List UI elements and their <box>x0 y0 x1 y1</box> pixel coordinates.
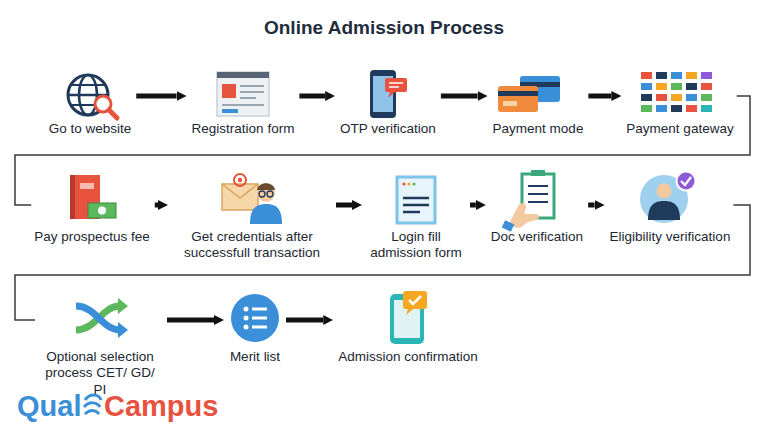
step-label: OTP verification <box>340 121 436 137</box>
process-step: Admission confirmation <box>336 290 480 365</box>
step-label: Payment gateway <box>626 121 733 137</box>
flow-arrow <box>286 318 323 323</box>
process-step: Payment mode <box>491 70 586 137</box>
process-step: Get credentials after successfull transa… <box>171 172 333 262</box>
diagram-title: Online Admission Process <box>0 17 768 39</box>
globe-icon <box>68 75 117 118</box>
flow-arrow <box>588 203 594 208</box>
step-label: Admission confirmation <box>338 349 478 365</box>
card-icon <box>498 76 560 112</box>
step-label: Go to website <box>49 121 132 137</box>
process-step: Eligibility verification <box>608 172 733 245</box>
flow-arrow <box>336 203 352 208</box>
step-label: Login fill admission form <box>367 229 465 262</box>
checklist-icon <box>502 170 554 232</box>
step-label: Registration form <box>192 121 295 137</box>
flow-arrow <box>299 94 325 99</box>
logo-text: Qual <box>17 391 81 423</box>
step-label: Pay prospectus fee <box>34 229 150 245</box>
tablet-check-icon <box>390 291 427 344</box>
login-form-icon <box>397 177 435 223</box>
logo-text: Campus <box>104 391 218 423</box>
flow-arrow <box>136 94 176 99</box>
process-step: OTP verification <box>338 70 438 137</box>
step-label: Merit list <box>229 349 281 365</box>
process-step: Merit list <box>227 290 283 365</box>
flow-arrow <box>470 203 476 208</box>
step-label: Doc verification <box>491 229 583 245</box>
process-step: Pay prospectus fee <box>32 172 152 245</box>
step-label: Payment mode <box>493 121 584 137</box>
book-icon <box>70 175 116 219</box>
gateway-logos <box>641 72 712 112</box>
flow-arrow <box>167 318 214 323</box>
person-check-icon <box>640 172 696 224</box>
process-step: Login fill admission form <box>365 172 467 262</box>
process-step: Go to website <box>47 70 134 137</box>
step-label: Eligibility verification <box>610 229 731 245</box>
process-step: Registration form <box>190 70 297 137</box>
process-step: Payment gateway <box>624 70 735 137</box>
row-wrap-line <box>15 96 750 205</box>
list-icon <box>231 294 279 342</box>
flow-arrow <box>155 203 158 208</box>
process-step: Doc verification <box>489 172 585 245</box>
shuffle-icon <box>76 298 128 338</box>
process-step: Optional selection process CET/ GD/ PI <box>36 290 164 398</box>
credentials-icon <box>222 174 282 224</box>
logo-icon <box>84 395 101 414</box>
step-label: Get credentials after successfull transa… <box>173 229 331 262</box>
row-wrap-line <box>15 205 750 320</box>
phone-icon <box>370 70 407 118</box>
flow-arrow <box>588 94 611 99</box>
form-icon <box>217 72 269 116</box>
flow-arrow <box>441 94 478 99</box>
